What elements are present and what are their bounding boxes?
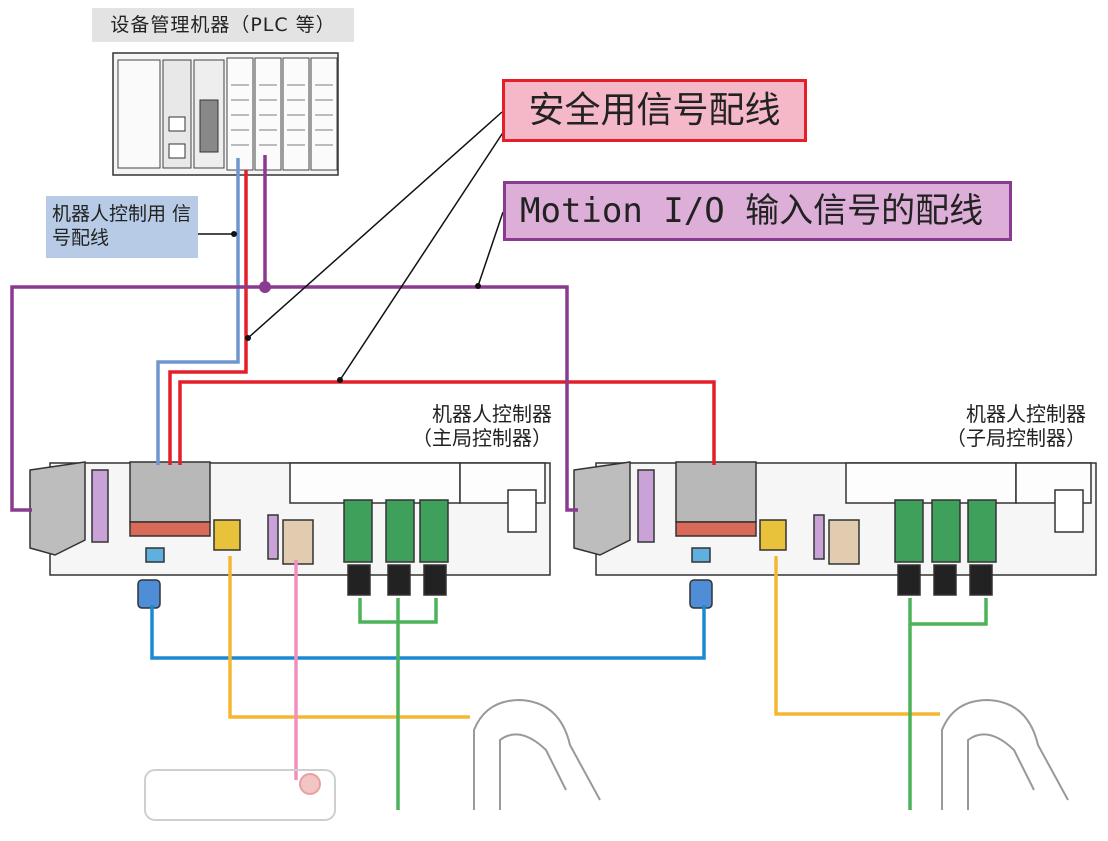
safety-wire-1 bbox=[168, 170, 248, 465]
controller-slave-name: 机器人控制器 bbox=[966, 402, 1086, 426]
safety-signal-label: 安全用信号配线 bbox=[502, 79, 807, 142]
controller-slave-role: （子局控制器） bbox=[946, 426, 1086, 450]
robot-control-wire bbox=[156, 158, 240, 465]
controller-slave-label: 机器人控制器 （子局控制器） bbox=[920, 402, 1086, 450]
plc-title: 设备管理机器（PLC 等） bbox=[92, 8, 354, 42]
robot-arm-2 bbox=[941, 698, 1069, 810]
plc-device bbox=[112, 52, 339, 176]
rs232-cable-2 bbox=[774, 556, 940, 716]
controller-master-role: （主局控制器） bbox=[412, 426, 552, 450]
teach-pendant bbox=[144, 769, 336, 821]
motion-wire-2 bbox=[10, 285, 578, 512]
controller-master bbox=[29, 461, 551, 609]
robot-control-signal-label: 机器人控制用 信号配线 bbox=[46, 196, 198, 258]
motion-junction bbox=[259, 281, 271, 293]
rs232-cable-1 bbox=[228, 556, 470, 719]
lan-cable bbox=[150, 605, 706, 660]
controller-master-name: 机器人控制器 bbox=[432, 402, 552, 426]
controller-master-label: 机器人控制器 （主局控制器） bbox=[386, 402, 552, 450]
controller-slave bbox=[573, 461, 1097, 609]
motion-io-signal-label: Motion I/O 输入信号的配线 bbox=[503, 181, 1012, 241]
safety-wire-2 bbox=[178, 380, 716, 465]
robot-cable-2 bbox=[908, 598, 988, 626]
robot-arm-1 bbox=[473, 698, 601, 810]
